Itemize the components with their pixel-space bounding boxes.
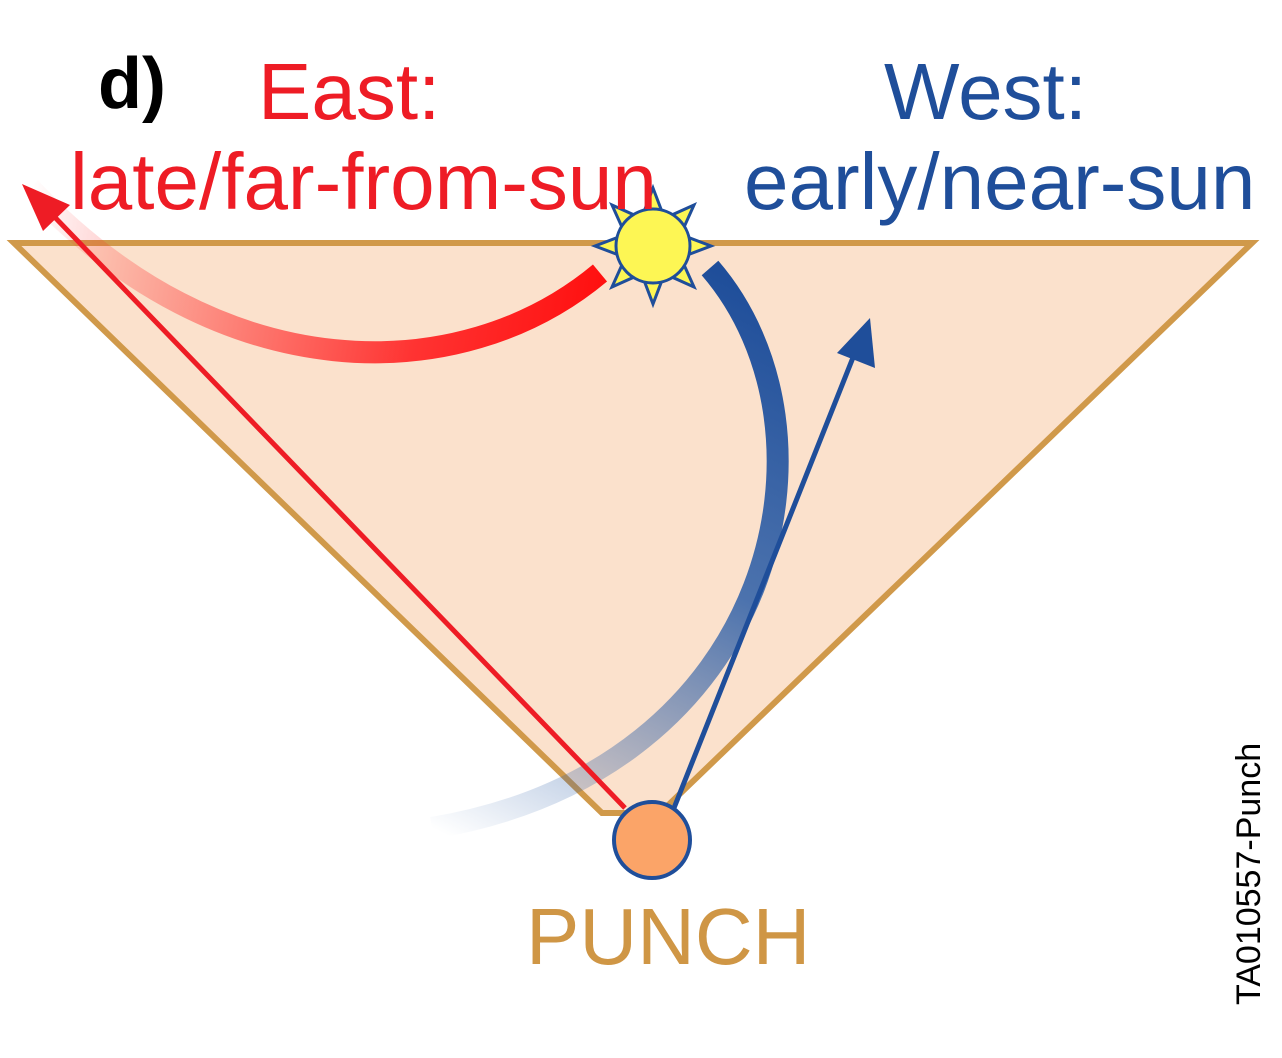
- east-line-of-sight-arrow: [22, 184, 627, 810]
- observer-label: PUNCH: [526, 892, 811, 981]
- east-cme-arc: [21, 180, 608, 364]
- figure-id: TA010557-Punch: [1230, 742, 1268, 1005]
- sun-icon: [590, 183, 716, 309]
- field-of-view-triangle: [6, 240, 1260, 816]
- west-line-of-sight-arrow: [671, 318, 875, 809]
- panel-label: d): [98, 44, 166, 124]
- west-cme-arc: [430, 260, 789, 839]
- west-title: West:: [884, 47, 1088, 136]
- east-title: East:: [258, 47, 441, 136]
- west-subtitle: early/near-sun: [744, 137, 1256, 226]
- punch-spacecraft-icon: [612, 800, 692, 880]
- east-subtitle: late/far-from-sun: [70, 137, 657, 226]
